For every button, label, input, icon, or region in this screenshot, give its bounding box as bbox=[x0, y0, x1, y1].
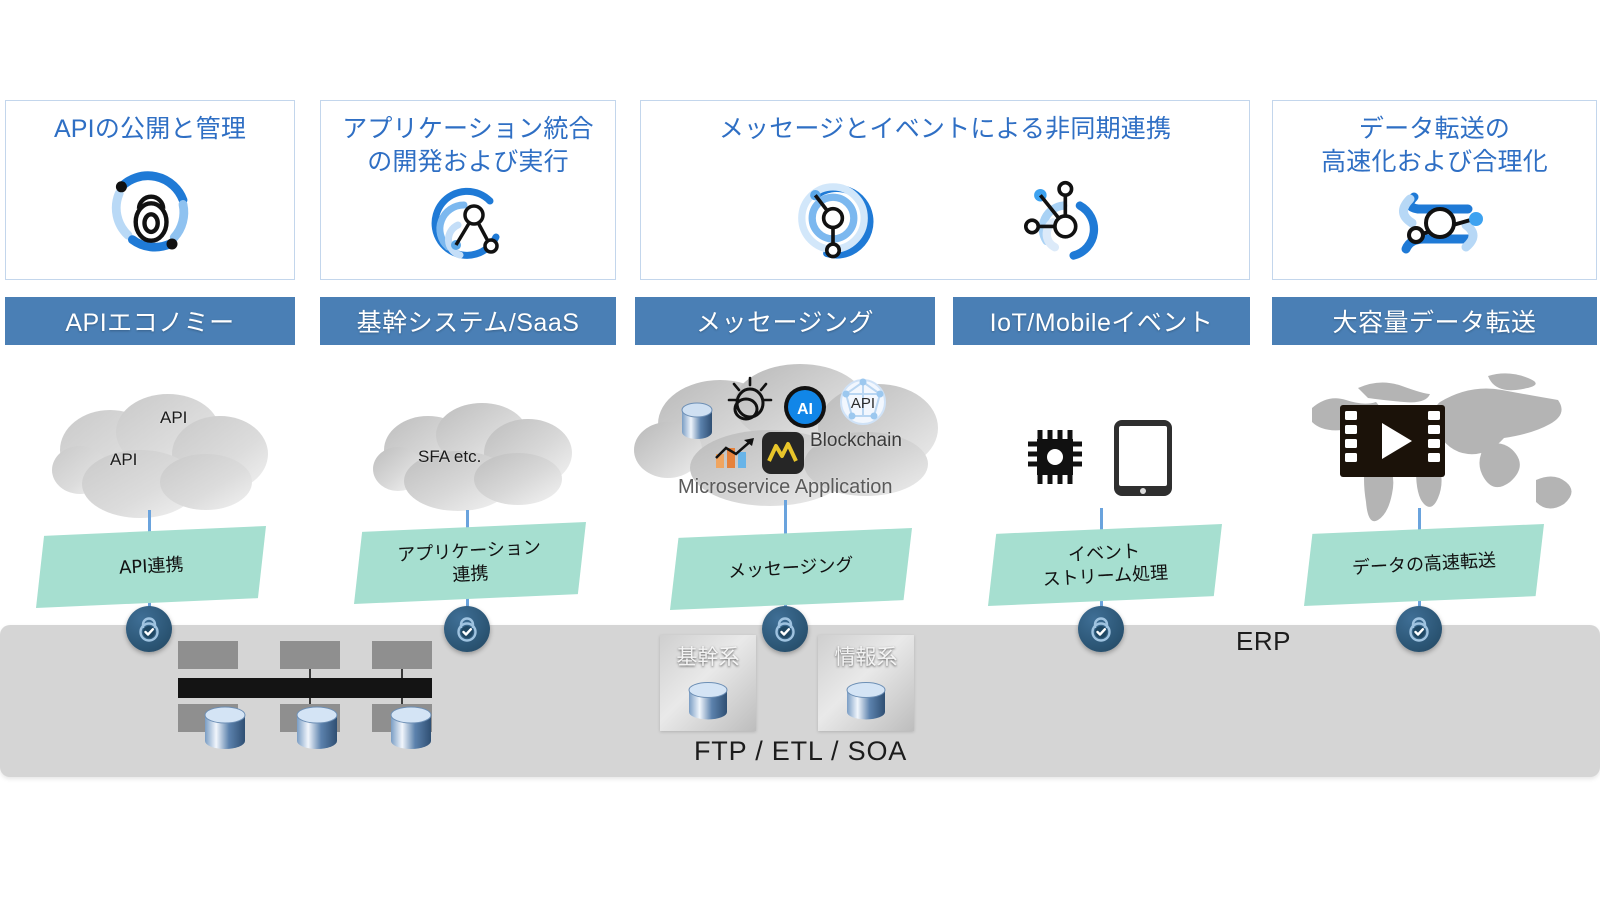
protocols-label: FTP / ETL / SOA bbox=[694, 736, 908, 766]
high-speed-transfer-banner[interactable]: データの高速転送 bbox=[1304, 524, 1544, 606]
messaging-icon bbox=[781, 164, 885, 273]
cloud-label-blockchain: Blockchain bbox=[810, 430, 902, 451]
secure-gateway-lock-icon[interactable] bbox=[444, 606, 490, 652]
tablet-icon bbox=[1112, 418, 1174, 503]
banner-label: データの高速転送 bbox=[1351, 550, 1497, 580]
saas-cloud: SFA etc. bbox=[370, 395, 580, 520]
system-node-box bbox=[178, 641, 238, 669]
database-icon bbox=[388, 703, 434, 760]
lightbulb-icon bbox=[726, 376, 774, 426]
database-icon bbox=[844, 679, 888, 730]
video-film-icon bbox=[1340, 405, 1445, 482]
banner-label: イベント ストリーム処理 bbox=[1042, 540, 1169, 591]
label-api-economy[interactable]: APIエコノミー bbox=[5, 297, 295, 345]
event-stream-banner[interactable]: イベント ストリーム処理 bbox=[988, 524, 1222, 606]
panel-large-data-transfer[interactable]: データ転送の 高速化および合理化 bbox=[1272, 100, 1597, 280]
api-cloud: API API bbox=[48, 388, 278, 533]
banner-label: アプリケーション 連携 bbox=[397, 536, 542, 586]
panel-async-integration[interactable]: メッセージとイベントによる非同期連携 bbox=[640, 100, 1250, 280]
panel-title: データ転送の 高速化および合理化 bbox=[1321, 115, 1548, 176]
application-integration-banner[interactable]: アプリケーション 連携 bbox=[354, 522, 586, 604]
cloud-label-microservice: Microservice Application bbox=[678, 476, 893, 498]
erp-label: ERP bbox=[1236, 626, 1291, 656]
cloud-label: SFA etc. bbox=[418, 447, 482, 466]
integration-platform-band bbox=[0, 625, 1600, 777]
panel-title: アプリケーション統合 の開発および実行 bbox=[342, 115, 594, 176]
api-integration-banner[interactable]: API連携 bbox=[36, 526, 266, 608]
enterprise-service-bus bbox=[178, 678, 432, 698]
tile-label: 基幹系 bbox=[676, 646, 740, 669]
svg-text:API: API bbox=[851, 395, 875, 412]
microservice-cloud: AI API bbox=[630, 362, 950, 512]
legacy-system-tile: 基幹系 bbox=[660, 635, 756, 731]
database-icon bbox=[680, 400, 714, 444]
database-icon bbox=[294, 703, 340, 760]
cloud-label: API bbox=[110, 450, 138, 469]
secure-gateway-lock-icon[interactable] bbox=[762, 606, 808, 652]
ai-icon: AI bbox=[782, 384, 828, 430]
panel-core-system-saas[interactable]: アプリケーション統合 の開発および実行 bbox=[320, 100, 616, 280]
banner-label: API連携 bbox=[118, 554, 184, 580]
database-icon bbox=[202, 703, 248, 760]
data-transfer-icon bbox=[1273, 173, 1596, 273]
information-system-tile: 情報系 bbox=[818, 635, 914, 731]
messaging-banner[interactable]: メッセージング bbox=[670, 528, 912, 610]
banner-label: メッセージング bbox=[727, 554, 855, 583]
panel-api-economy[interactable]: APIの公開と管理 bbox=[5, 100, 295, 280]
secure-gateway-lock-icon[interactable] bbox=[1396, 606, 1442, 652]
database-icon bbox=[686, 679, 730, 730]
chart-icon bbox=[714, 438, 756, 470]
secure-gateway-lock-icon[interactable] bbox=[1078, 606, 1124, 652]
label-large-data-transfer[interactable]: 大容量データ転送 bbox=[1272, 297, 1597, 345]
secure-gateway-lock-icon[interactable] bbox=[126, 606, 172, 652]
cloud-label: API bbox=[160, 408, 188, 427]
app-integration-icon bbox=[321, 173, 615, 277]
label-messaging[interactable]: メッセージング bbox=[635, 297, 935, 345]
api-lifecycle-icon bbox=[6, 151, 294, 271]
panel-title: メッセージとイベントによる非同期連携 bbox=[718, 115, 1172, 143]
event-hub-icon bbox=[1005, 164, 1109, 273]
label-iot-mobile-event[interactable]: IoT/Mobileイベント bbox=[953, 297, 1250, 345]
ml-icon bbox=[760, 430, 806, 476]
label-core-system-saas[interactable]: 基幹システム/SaaS bbox=[320, 297, 616, 345]
chip-icon bbox=[1026, 428, 1084, 491]
system-node-box bbox=[280, 641, 340, 669]
api-blockchain-icon: API bbox=[832, 374, 894, 436]
system-node-box bbox=[372, 641, 432, 669]
svg-text:AI: AI bbox=[797, 401, 813, 418]
panel-icon-group bbox=[641, 161, 1249, 275]
panel-title: APIの公開と管理 bbox=[53, 115, 247, 143]
tile-label: 情報系 bbox=[834, 646, 898, 669]
